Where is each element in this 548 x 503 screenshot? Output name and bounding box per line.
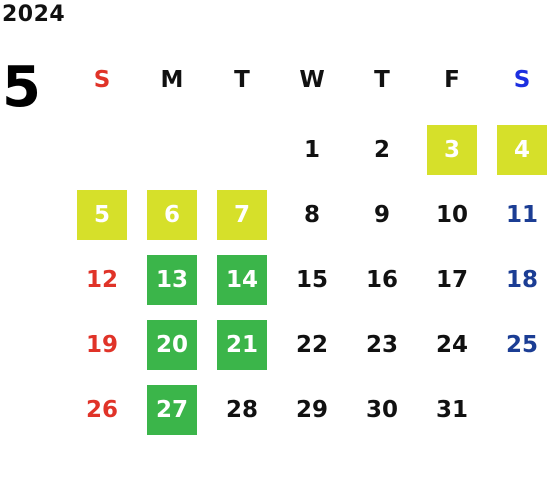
day-cell-12[interactable]: 12 xyxy=(85,267,118,293)
day-cell-25[interactable]: 25 xyxy=(505,332,538,358)
day-cell-15[interactable]: 15 xyxy=(295,267,328,293)
day-cell-16[interactable]: 16 xyxy=(365,267,398,293)
day-cell-7[interactable]: 7 xyxy=(217,190,267,240)
day-cell-6[interactable]: 6 xyxy=(147,190,197,240)
weekday-header-sun: S xyxy=(93,67,111,93)
calendar-month: 5 xyxy=(2,55,41,120)
day-cell-18[interactable]: 18 xyxy=(505,267,538,293)
weekday-header-wed: W xyxy=(299,67,325,93)
day-cell-14[interactable]: 14 xyxy=(217,255,267,305)
day-cell-19[interactable]: 19 xyxy=(85,332,118,358)
weekday-header-thu: T xyxy=(374,67,390,93)
weekday-header-fri: F xyxy=(444,67,460,93)
day-cell-20[interactable]: 20 xyxy=(147,320,197,370)
day-cell-27[interactable]: 27 xyxy=(147,385,197,435)
day-cell-28[interactable]: 28 xyxy=(225,397,258,423)
day-cell-30[interactable]: 30 xyxy=(365,397,398,423)
day-cell-13[interactable]: 13 xyxy=(147,255,197,305)
day-cell-3[interactable]: 3 xyxy=(427,125,477,175)
weekday-header-mon: M xyxy=(160,67,184,93)
day-cell-31[interactable]: 31 xyxy=(435,397,468,423)
weekday-header-tue: T xyxy=(234,67,250,93)
day-cell-10[interactable]: 10 xyxy=(435,202,468,228)
day-cell-22[interactable]: 22 xyxy=(295,332,328,358)
day-cell-29[interactable]: 29 xyxy=(295,397,328,423)
weekday-header-sat: S xyxy=(513,67,531,93)
day-cell-11[interactable]: 11 xyxy=(505,202,538,228)
day-cell-8[interactable]: 8 xyxy=(303,202,320,228)
day-cell-24[interactable]: 24 xyxy=(435,332,468,358)
day-cell-26[interactable]: 26 xyxy=(85,397,118,423)
calendar-year: 2024 xyxy=(2,2,66,27)
day-cell-2[interactable]: 2 xyxy=(373,137,390,163)
day-cell-9[interactable]: 9 xyxy=(373,202,390,228)
day-cell-4[interactable]: 4 xyxy=(497,125,547,175)
day-cell-5[interactable]: 5 xyxy=(77,190,127,240)
day-cell-23[interactable]: 23 xyxy=(365,332,398,358)
day-cell-21[interactable]: 21 xyxy=(217,320,267,370)
day-cell-17[interactable]: 17 xyxy=(435,267,468,293)
day-cell-1[interactable]: 1 xyxy=(303,137,320,163)
